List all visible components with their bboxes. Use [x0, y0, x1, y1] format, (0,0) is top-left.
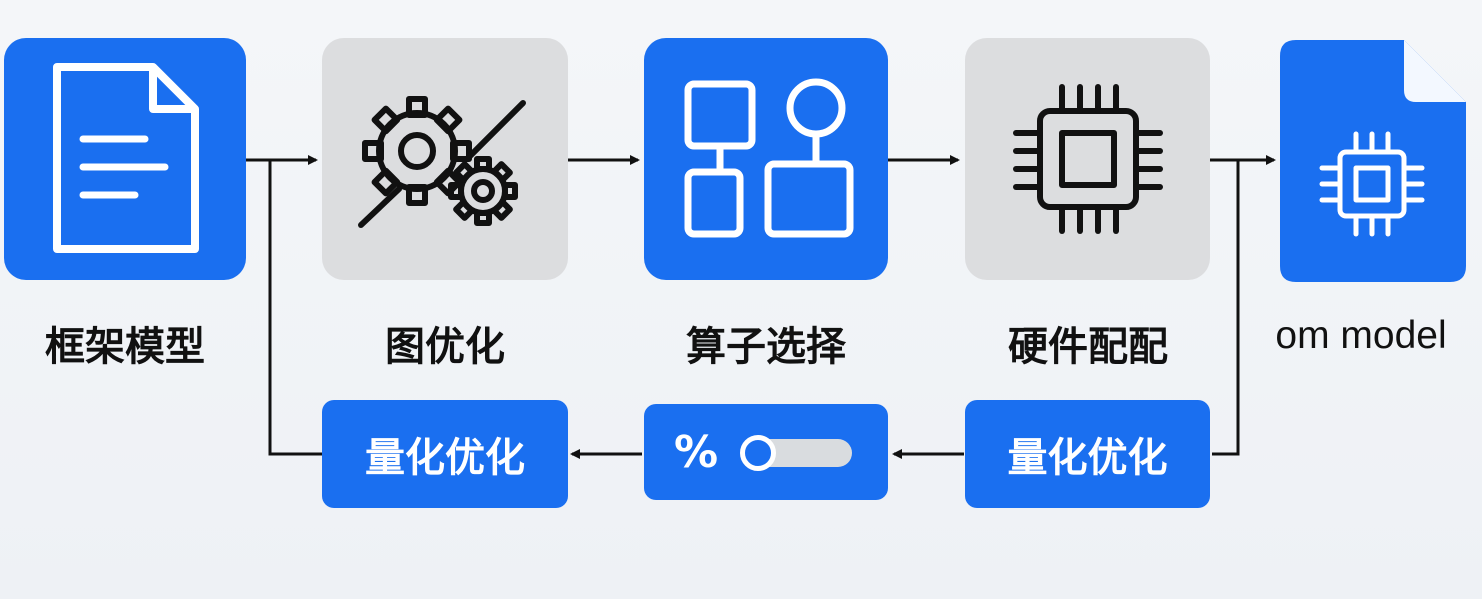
- gears-icon: [358, 96, 526, 228]
- chip-file-icon: [1319, 131, 1425, 237]
- hardware-matching-label: 硬件配配: [1008, 324, 1168, 370]
- quantization-slider-box: %: [644, 404, 888, 500]
- shapes-icon: [684, 78, 854, 238]
- graph-optimization-label: 图优化: [385, 324, 505, 370]
- chip-icon: [1012, 84, 1163, 234]
- graph-optimization-box: [322, 38, 568, 280]
- om-model-file: [1280, 40, 1466, 282]
- hardware-matching-box: [965, 38, 1210, 280]
- feedback-right-branch: [1212, 160, 1240, 456]
- document-icon: [53, 63, 199, 253]
- operator-selection-label: 算子选择: [686, 324, 846, 370]
- quantization-optimization-right: 量化优化: [965, 400, 1210, 508]
- framework-model-box: [4, 38, 246, 280]
- quantization-right-label: 量化优化: [1007, 435, 1168, 481]
- om-model-label: om model: [1275, 314, 1447, 357]
- percent-symbol: %: [674, 426, 719, 478]
- quantization-slider[interactable]: [740, 435, 853, 471]
- operator-selection-box: [644, 38, 888, 280]
- feedback-left-branch: [268, 160, 322, 456]
- framework-model-label: 框架模型: [45, 324, 205, 370]
- slider-knob[interactable]: [740, 435, 777, 471]
- quantization-optimization-left: 量化优化: [322, 400, 568, 508]
- quantization-left-label: 量化优化: [365, 435, 525, 481]
